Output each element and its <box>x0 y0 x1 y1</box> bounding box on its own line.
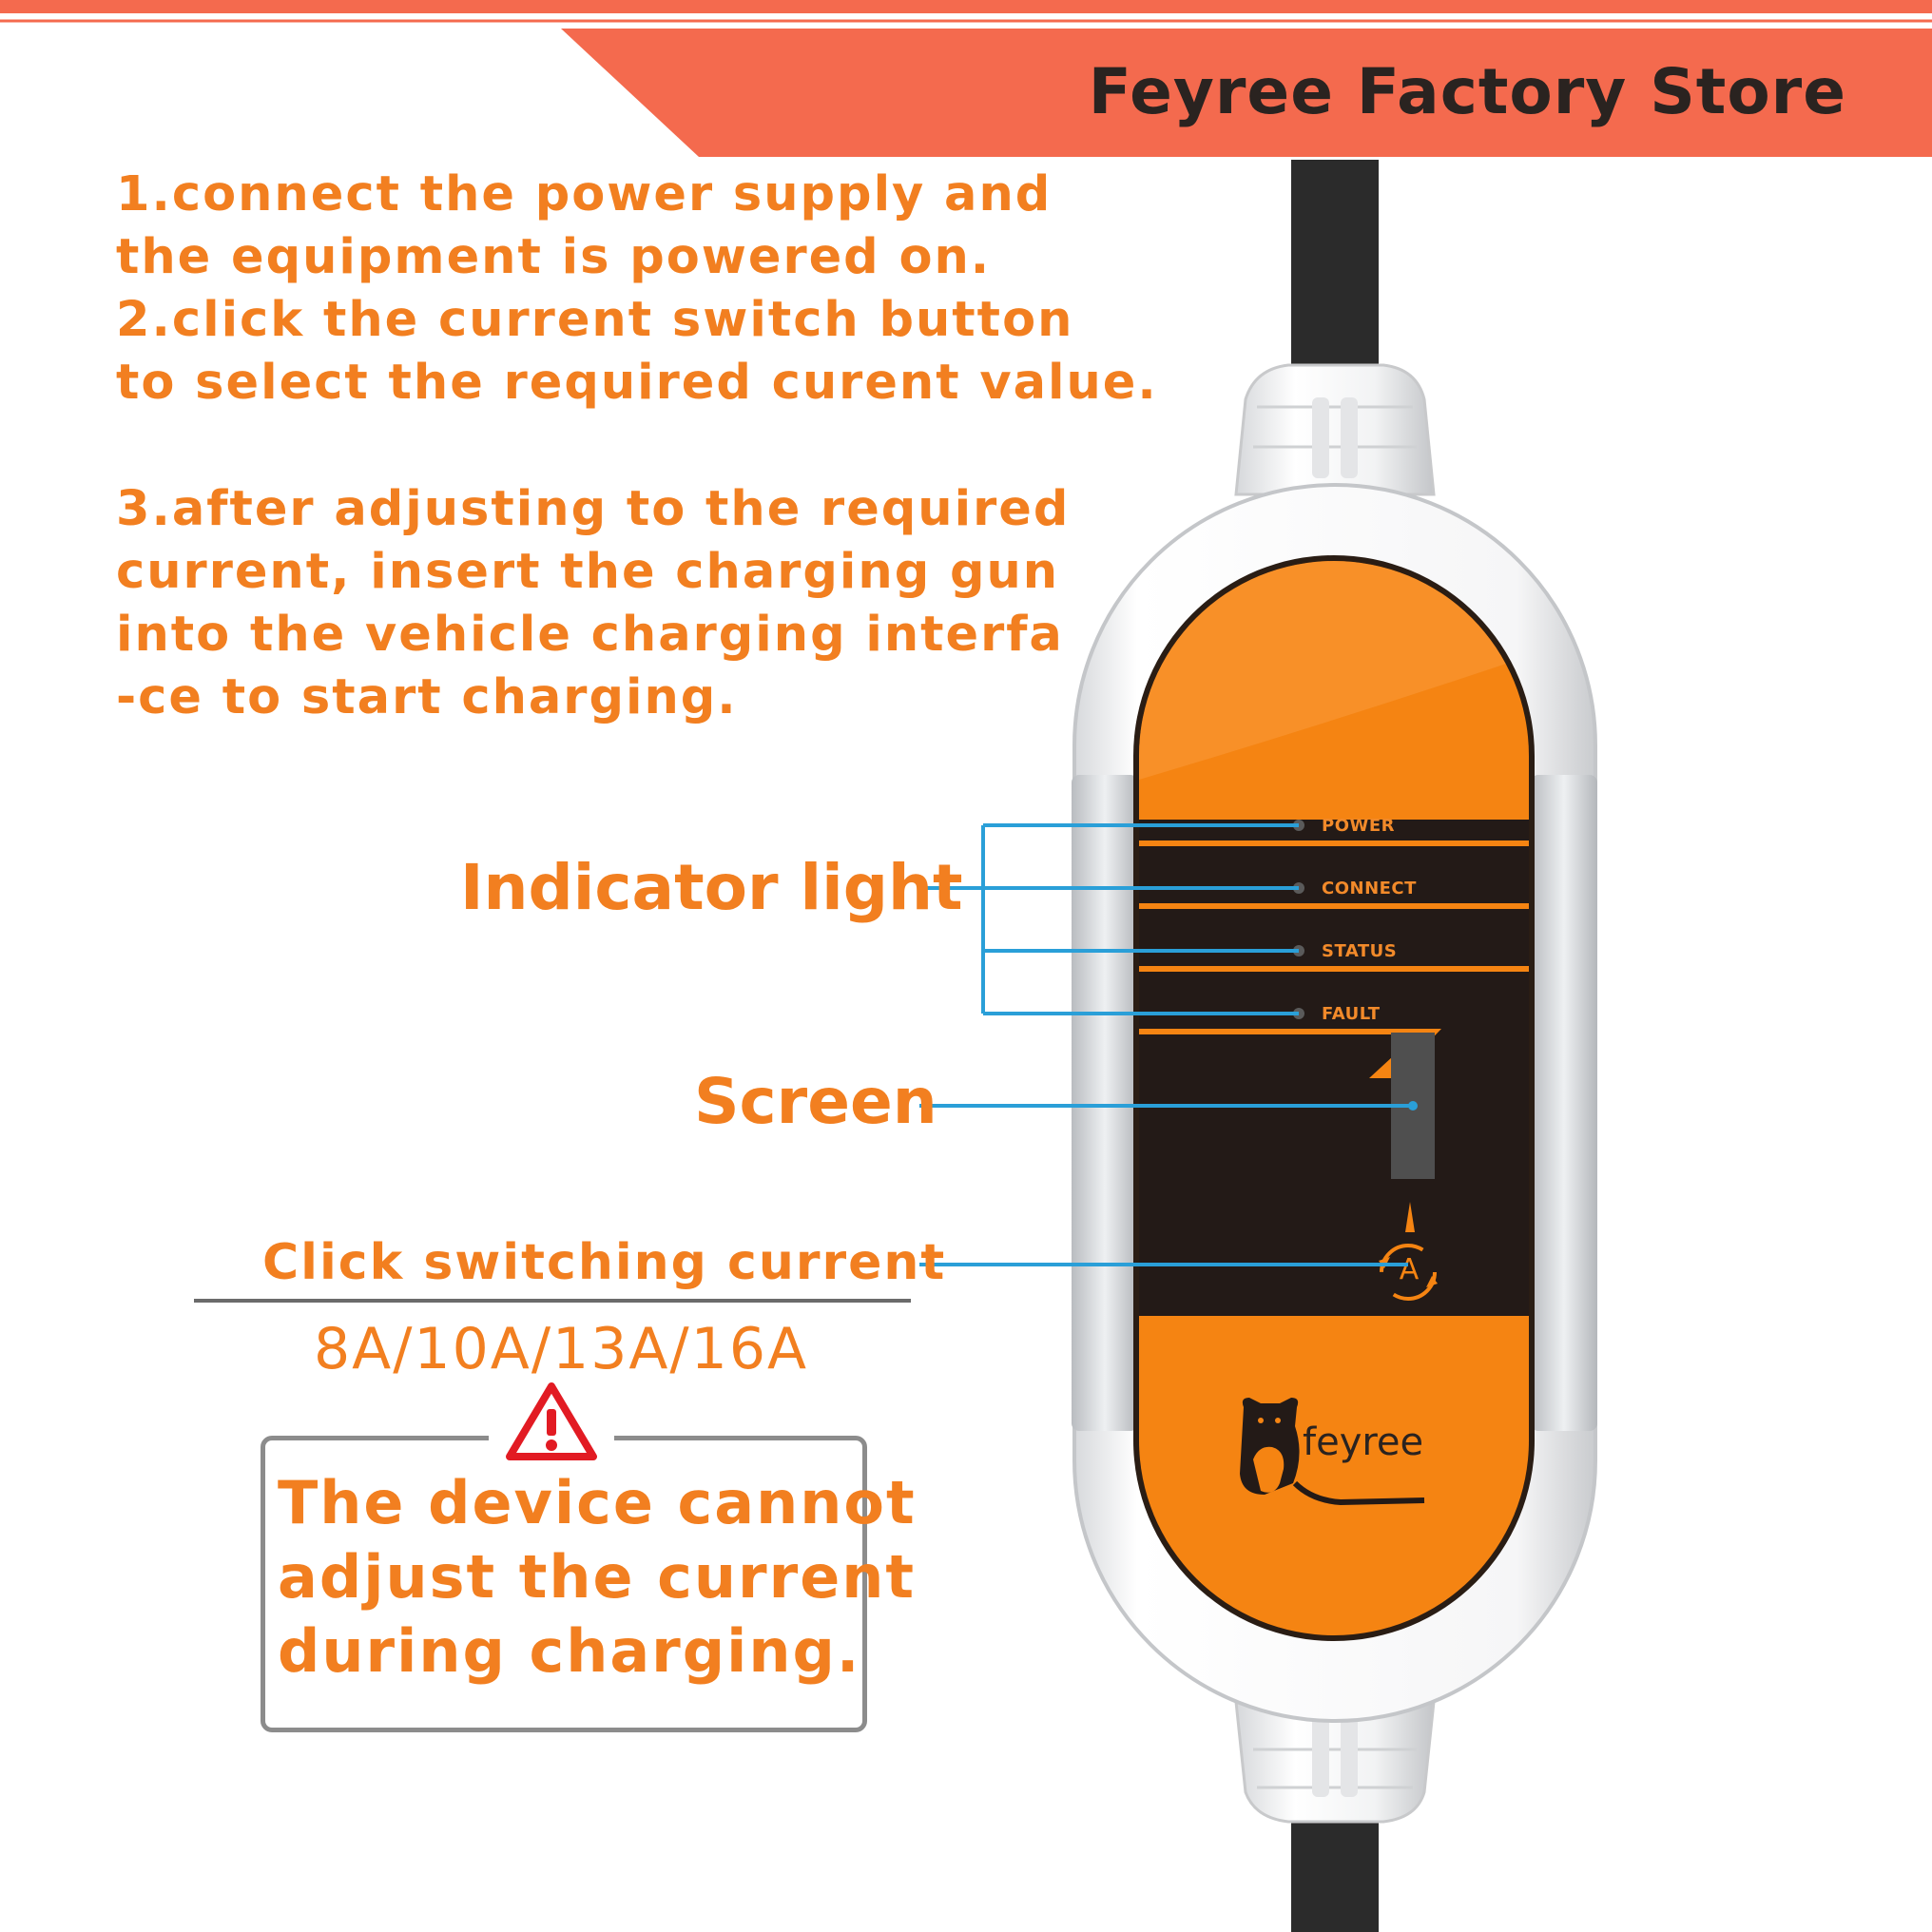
led-screen <box>1391 1033 1435 1179</box>
indicator-light-label: Indicator light <box>460 851 963 924</box>
led-status <box>1293 945 1304 956</box>
instruction-line: the equipment is powered on. <box>116 229 992 285</box>
warning-text: The device cannot adjust the current dur… <box>278 1466 917 1689</box>
current-values-label: 8A/10A/13A/16A <box>314 1316 809 1382</box>
feyree-mascot-icon <box>1240 1398 1425 1506</box>
instruction-line: 1.connect the power supply and <box>116 166 1053 222</box>
cable-bottom <box>1291 1806 1379 1932</box>
header-banner <box>0 0 1932 157</box>
store-name: Feyree Factory Store <box>1088 55 1846 128</box>
led-label-status: STATUS <box>1322 941 1398 961</box>
instruction-line: 3.after adjusting to the required <box>116 481 1071 537</box>
instructions-step1-2: 1.connect the power supply and the equip… <box>116 164 1156 415</box>
screen-label: Screen <box>694 1065 937 1138</box>
cable-top <box>1291 160 1379 397</box>
warning-line: adjust the current <box>278 1542 917 1612</box>
warning-line: The device cannot <box>278 1468 917 1537</box>
led-connect <box>1293 882 1304 894</box>
brand-logo-text: feyree <box>1303 1420 1424 1464</box>
warning-triangle-icon <box>506 1382 597 1460</box>
led-fault <box>1293 1008 1304 1019</box>
instructions-step3: 3.after adjusting to the required curren… <box>116 478 1071 729</box>
instruction-line: -ce to start charging. <box>116 669 738 725</box>
current-button-label[interactable]: A <box>1399 1253 1420 1286</box>
warning-line: during charging. <box>278 1616 861 1686</box>
led-label-fault: FAULT <box>1322 1004 1381 1024</box>
click-switching-label: Click switching current <box>262 1234 947 1291</box>
shell-side-band-left <box>1072 775 1138 1431</box>
instruction-line: current, insert the charging gun <box>116 544 1060 600</box>
shell-side-band-right <box>1531 775 1597 1431</box>
cable-gland-top <box>1234 363 1436 496</box>
led-label-power: POWER <box>1322 816 1396 836</box>
cable-gland-bottom <box>1234 1700 1436 1824</box>
instruction-line: into the vehicle charging interfa <box>116 607 1064 663</box>
led-label-connect: CONNECT <box>1322 879 1417 898</box>
instruction-line: 2.click the current switch button <box>116 292 1074 348</box>
led-power <box>1293 820 1304 831</box>
